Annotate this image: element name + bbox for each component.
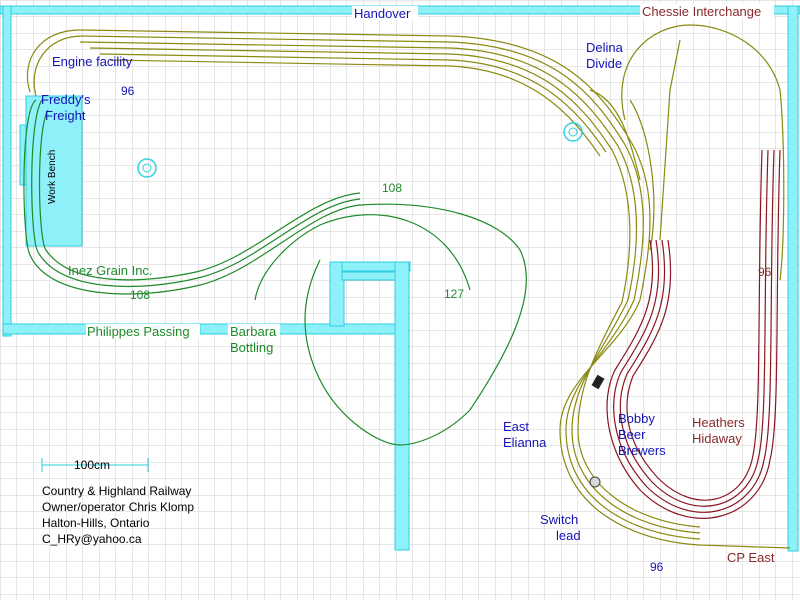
cp-east-label: CP East xyxy=(727,550,775,565)
info-line-1: Country & Highland Railway xyxy=(42,484,191,498)
info-line-3: Halton-Hills, Ontario xyxy=(42,516,150,530)
red-loop xyxy=(606,149,781,519)
turntable-right-icon xyxy=(563,122,583,142)
scale-label: 100cm xyxy=(74,458,110,472)
turntable-left-icon xyxy=(137,158,157,178)
bobby-label-line2: Beer xyxy=(618,427,646,442)
turntable-left-inner-icon xyxy=(142,163,152,173)
turntable-small-icon xyxy=(589,476,601,488)
radius-108-top: 108 xyxy=(382,181,402,195)
barbara-label-line2: Bottling xyxy=(230,340,273,355)
wall-segment-left xyxy=(19,124,27,186)
delina-label-line2: Divide xyxy=(586,56,622,71)
chessie-label: Chessie Interchange xyxy=(642,4,761,19)
radius-96-top: 96 xyxy=(121,84,135,98)
freddys-label-line2: Freight xyxy=(45,108,86,123)
barbara-label-bg xyxy=(228,324,280,338)
heathers-label-line1: Heathers xyxy=(692,415,745,430)
radius-96-right: 96 xyxy=(758,265,772,279)
delina-label-line1: Delina xyxy=(586,40,624,55)
bobby-label-line3: Brewers xyxy=(618,443,666,458)
work-bench-label: Work Bench xyxy=(47,150,58,204)
east-elianna-line1: East xyxy=(503,419,529,434)
locomotive-icon xyxy=(591,374,605,390)
switch-lead-line1: Switch xyxy=(540,512,578,527)
engine-facility-label: Engine facility xyxy=(52,54,133,69)
barbara-label-line1: Barbara xyxy=(230,324,277,339)
heathers-label-line2: Hidaway xyxy=(692,431,742,446)
inez-grain-label: Inez Grain Inc. xyxy=(68,263,153,278)
radius-108-bottom: 108 xyxy=(130,288,150,302)
freddys-label-line1: Freddy's xyxy=(41,92,91,107)
radius-127: 127 xyxy=(444,287,464,301)
info-line-4: C_HRy@yahoo.ca xyxy=(42,532,142,546)
bobby-label-line1: Bobby xyxy=(618,411,655,426)
east-elianna-line2: Elianna xyxy=(503,435,547,450)
turntable-right-inner-icon xyxy=(568,127,578,137)
radius-96-bottom: 96 xyxy=(650,560,664,574)
switch-lead-line2: lead xyxy=(556,528,581,543)
handover-label: Handover xyxy=(354,6,411,21)
philippes-label-bg xyxy=(86,324,200,338)
green-loops xyxy=(23,99,527,446)
chessie-label-bg xyxy=(640,4,774,18)
handover-label-bg xyxy=(352,6,418,20)
scale-bar xyxy=(41,458,149,472)
info-line-2: Owner/operator Chris Klomp xyxy=(42,500,194,514)
philippes-passing-label: Philippes Passing xyxy=(87,324,190,339)
